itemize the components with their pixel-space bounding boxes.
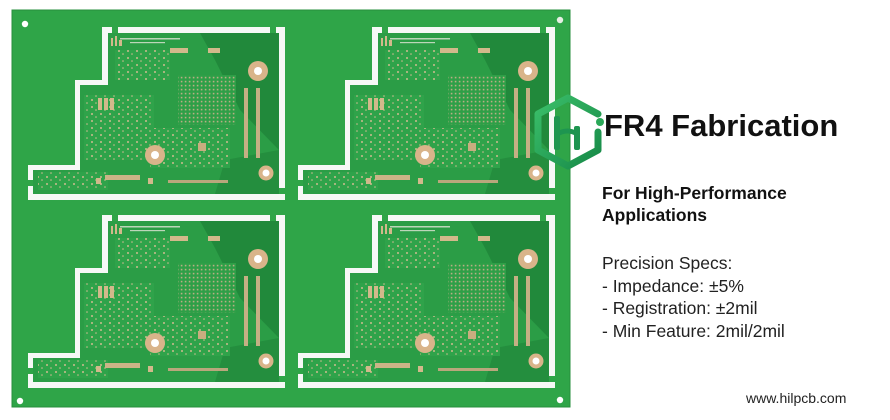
- spec-min-feature: - Min Feature: 2mil/2mil: [602, 320, 785, 341]
- subheading: For High-Performance Applications: [602, 182, 862, 226]
- specs-title: Precision Specs:: [602, 253, 733, 273]
- spec-registration: - Registration: ±2mil: [602, 298, 758, 318]
- spec-impedance: - Impedance: ±5%: [602, 275, 744, 296]
- subheading-line-1: For High-Performance: [602, 183, 787, 203]
- subheading-line-2: Applications: [602, 205, 708, 225]
- headline: FR4 Fabrication: [604, 108, 839, 143]
- hexagon-hi-logo-icon: [534, 94, 604, 170]
- pcb-panel-image: [11, 9, 571, 408]
- website-url: www.hilpcb.com: [746, 390, 847, 406]
- precision-specs: Precision Specs: - Impedance: ±5% - Regi…: [602, 252, 785, 342]
